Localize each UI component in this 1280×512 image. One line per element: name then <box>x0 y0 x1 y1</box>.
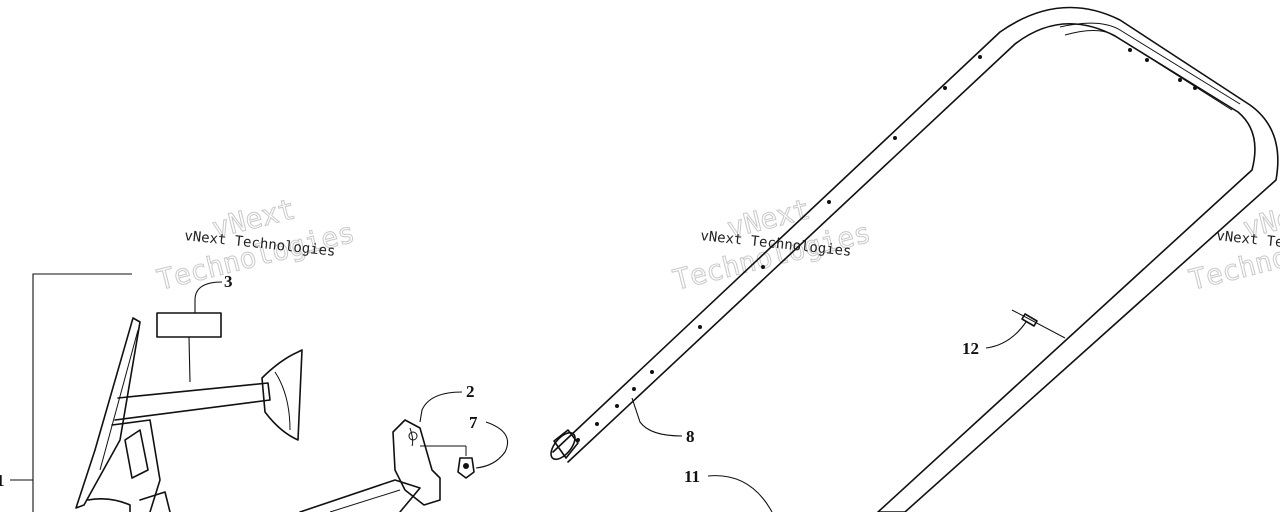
leader-2 <box>419 391 463 423</box>
leader-11 <box>707 475 773 512</box>
mount-assembly-part-1 <box>75 317 303 512</box>
leader-3 <box>188 281 223 383</box>
watermark-left: vNext Technologies vNext Technologies <box>153 192 358 297</box>
callout-1: 1 <box>0 471 5 490</box>
leader-1 <box>10 273 132 512</box>
mount-plate <box>75 317 141 509</box>
leader-7 <box>475 421 509 469</box>
callout-2: 2 <box>466 382 475 401</box>
bolt-part-7 <box>420 445 475 479</box>
rail-outer-edge <box>552 6 1279 512</box>
callout-11: 11 <box>684 467 700 486</box>
mount-lower-bracket <box>111 419 161 512</box>
watermark-center: vNext Technologies vNext Technologies <box>669 192 874 297</box>
rail-tube-end <box>550 431 576 461</box>
leader-12 <box>985 321 1027 349</box>
mount-arm <box>114 382 271 421</box>
callout-numbers: 1 2 3 7 8 11 12 <box>0 272 979 490</box>
callout-3: 3 <box>224 272 233 291</box>
callout-7: 7 <box>469 413 478 432</box>
leader-lines <box>10 273 1027 512</box>
rail-inner-frame-2 <box>1064 30 1233 111</box>
pin-part-12 <box>1011 309 1066 339</box>
rail-tube-end-cap <box>553 429 579 459</box>
callout-12: 12 <box>962 339 979 358</box>
leader-8 <box>631 397 683 437</box>
watermark-right: vNext Technologies vNext Technologies <box>1185 192 1280 297</box>
mount-pad <box>261 349 303 441</box>
label-sticker-part-3 <box>156 312 222 338</box>
rail-inner-frame <box>1059 22 1241 105</box>
bent-tube-rail <box>550 6 1279 512</box>
callout-8: 8 <box>686 427 695 446</box>
bracket-part-2 <box>299 419 441 512</box>
